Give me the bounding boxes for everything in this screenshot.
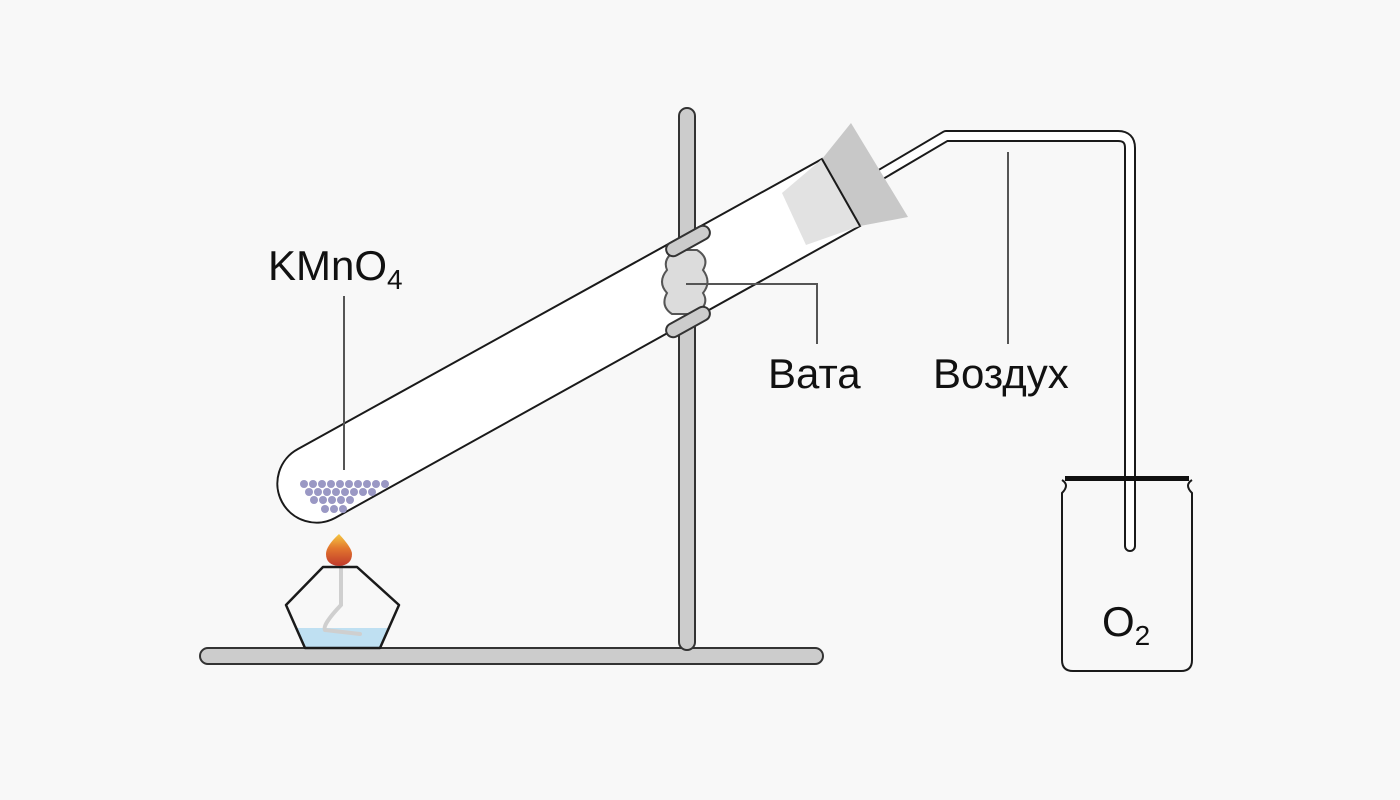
product-label: O2: [1102, 598, 1150, 651]
leader-lines: [343, 152, 1009, 470]
clamp-icon: [665, 224, 711, 339]
product-label-subscript: 2: [1135, 620, 1151, 651]
crystals-icon: [300, 480, 389, 513]
cotton-label: Вата: [768, 350, 861, 397]
delivery-tube-icon: [769, 130, 1136, 552]
test-tube-icon: [276, 157, 862, 524]
beaker-icon: [1061, 476, 1193, 672]
product-label-main: O: [1102, 598, 1135, 645]
flame-icon: [326, 534, 352, 566]
air-label: Воздух: [933, 350, 1069, 397]
stand-base: [199, 647, 824, 665]
beaker-rim: [1065, 476, 1189, 481]
reagent-label-main: KMnO: [268, 242, 387, 289]
reagent-label-subscript: 4: [387, 264, 403, 295]
cotton-leader-line: [686, 283, 818, 344]
reagent-label: KMnO4: [268, 242, 403, 295]
rubber-stopper-icon: [782, 123, 908, 245]
cotton-plug-icon: [661, 249, 709, 315]
stand-rod: [678, 107, 696, 651]
alcohol-burner-icon: [284, 565, 401, 650]
